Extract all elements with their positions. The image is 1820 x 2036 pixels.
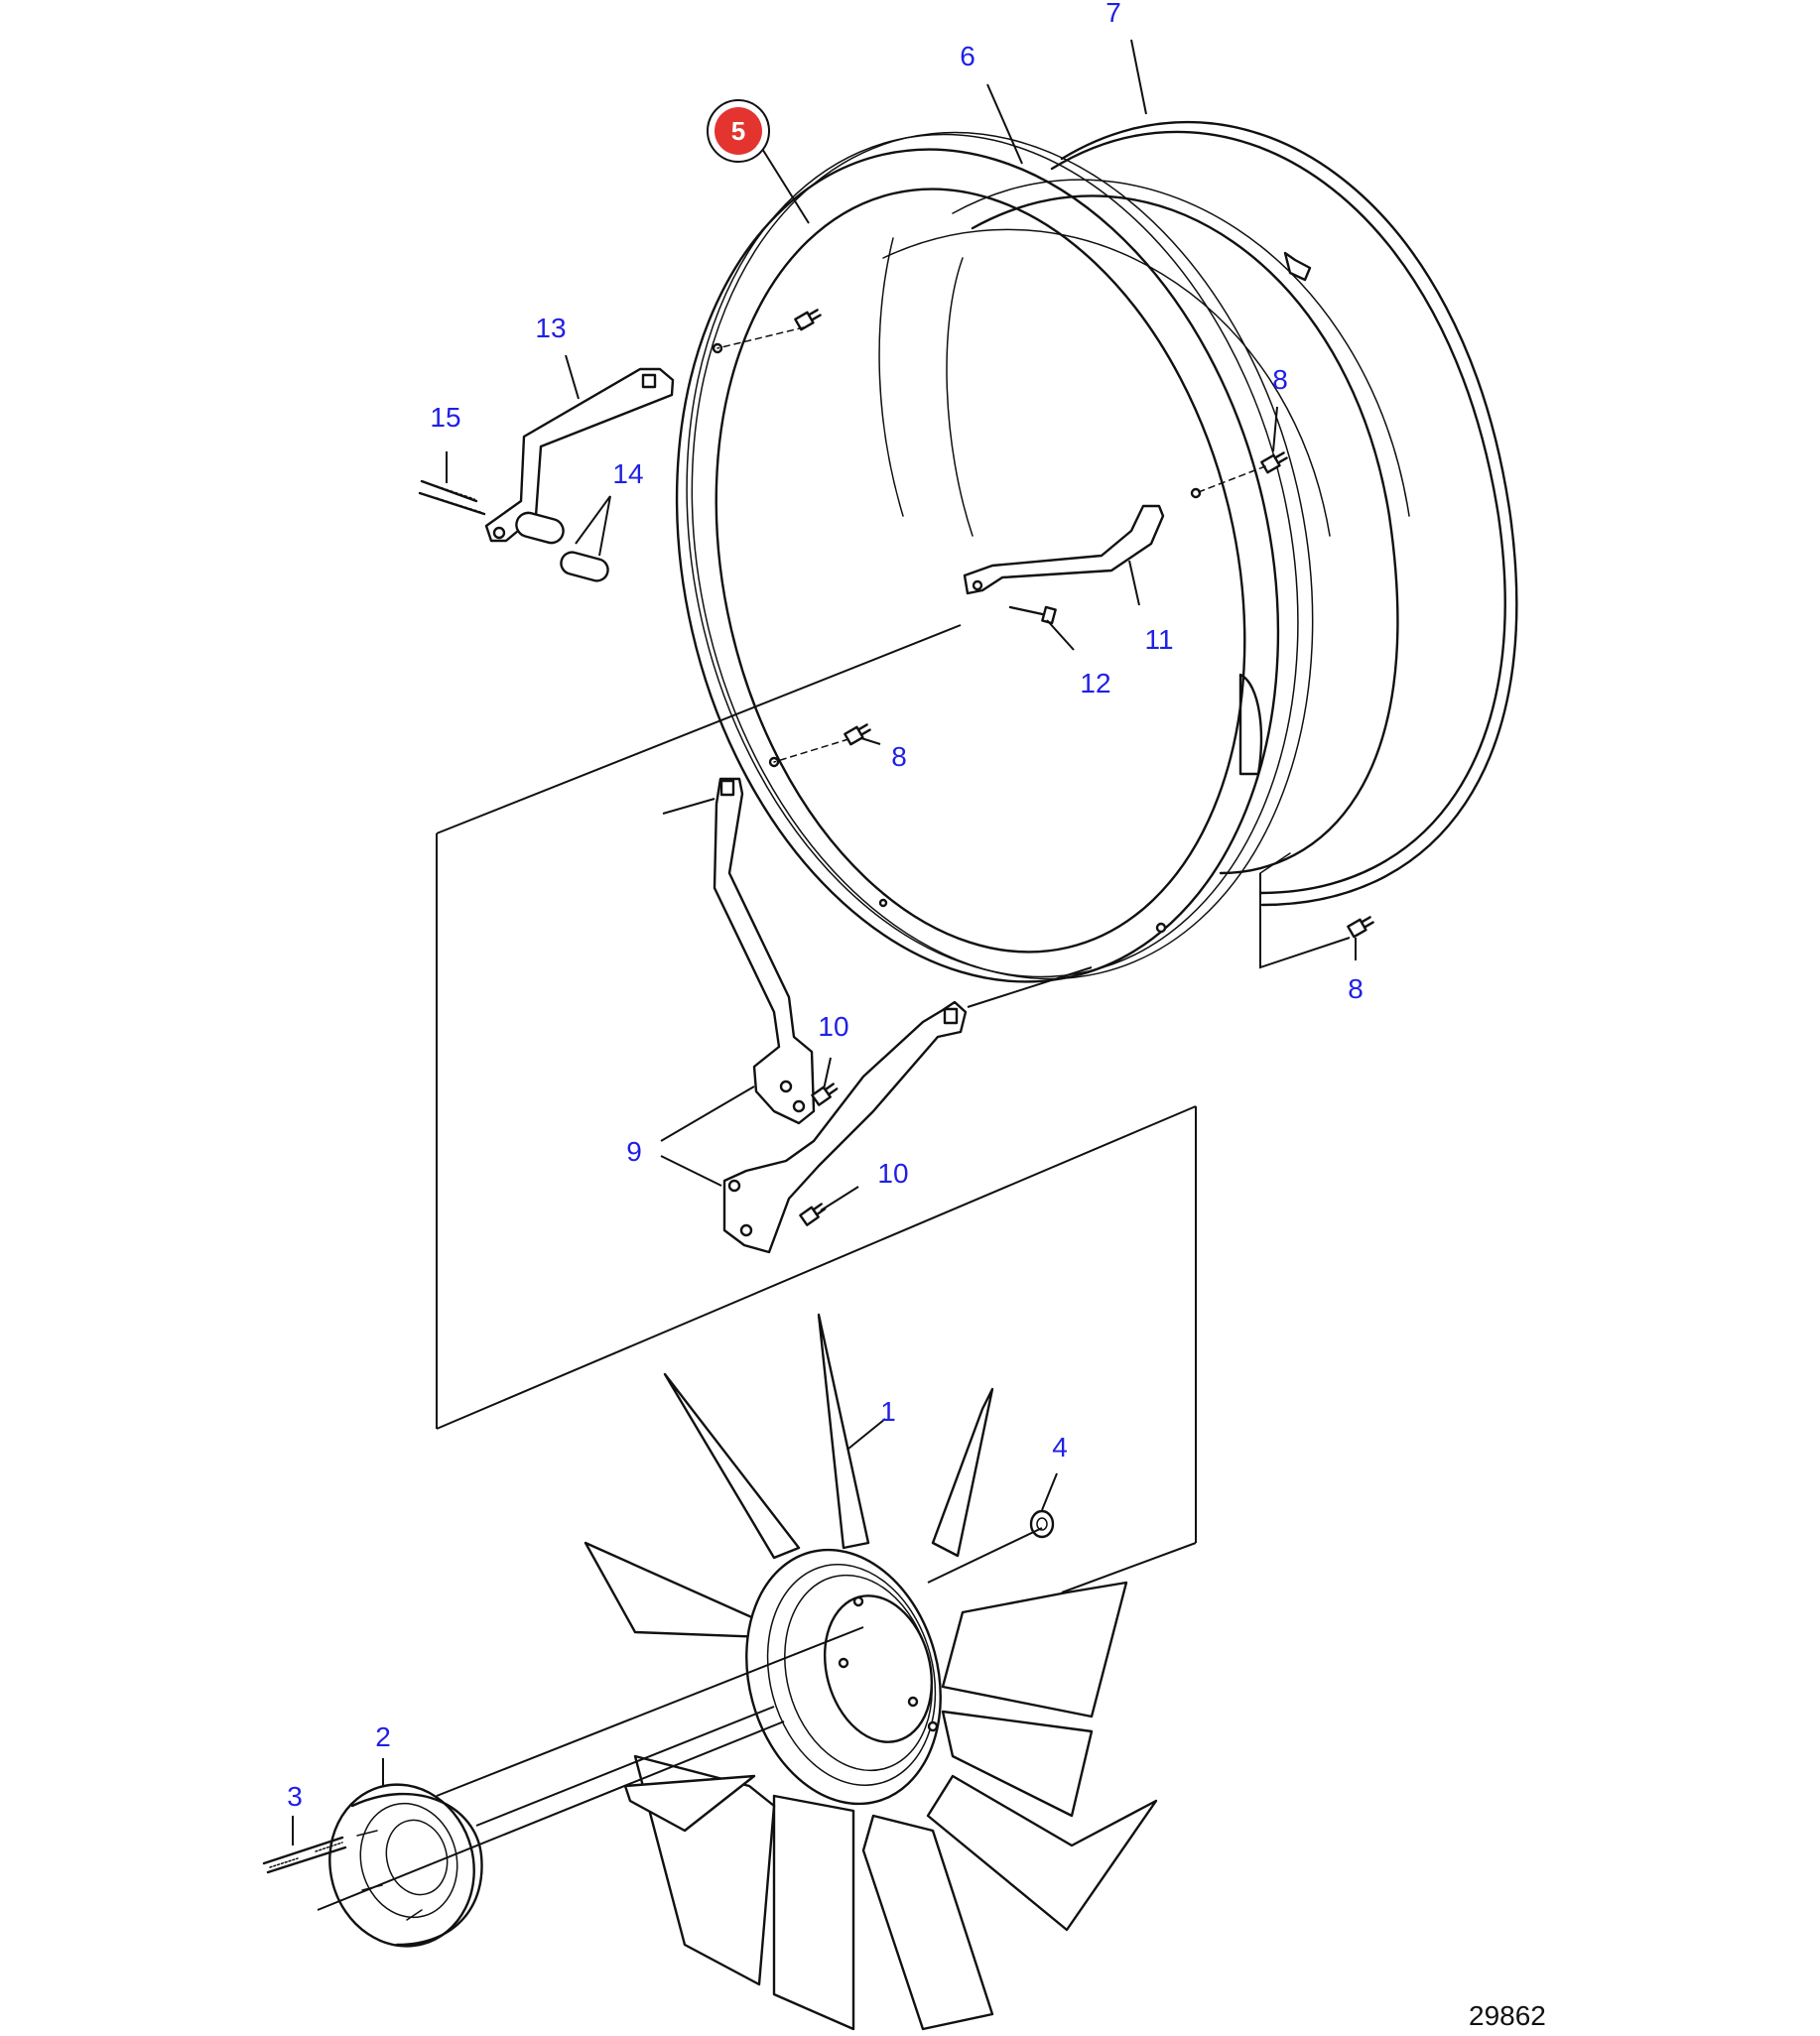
callout-10-upper[interactable]: 10 [818,1011,848,1042]
callout-12[interactable]: 12 [1080,668,1110,699]
callout-8-top[interactable]: 8 [1272,364,1288,395]
bolt-12-icon[interactable] [1008,605,1057,625]
spacer-icon[interactable] [312,1768,492,1963]
bracket-13-icon[interactable] [484,367,675,543]
figure-number: 29862 [1469,2000,1546,2031]
callout-8-bottom[interactable]: 8 [1348,973,1364,1004]
screw-icon[interactable] [794,308,1374,939]
bracket-9-icon[interactable] [713,777,816,1125]
callout-4[interactable]: 4 [1052,1432,1068,1463]
callout-15[interactable]: 15 [430,402,460,433]
callout-leaders [292,39,1357,1845]
callout-1[interactable]: 1 [880,1396,896,1427]
bracket-11-icon[interactable] [963,504,1165,595]
callout-10-lower[interactable]: 10 [877,1158,908,1189]
callout-3[interactable]: 3 [287,1781,303,1812]
nut-icon[interactable] [1029,1509,1055,1539]
callout-13[interactable]: 13 [535,313,566,343]
callout-5-highlight[interactable]: 5 [707,99,770,163]
callout-7[interactable]: 7 [1105,0,1121,28]
fan-shroud-icon[interactable] [878,120,1518,907]
fan-icon[interactable] [584,1313,1158,2031]
bracket-9b-icon[interactable] [722,1000,968,1254]
sleeve-icon[interactable] [514,510,610,583]
stud-icon[interactable] [262,1836,347,1874]
callout-9[interactable]: 9 [626,1136,642,1167]
bolt-15-icon[interactable] [418,479,486,516]
callout-5: 5 [731,116,745,146]
assembly-guide-lines [436,624,1351,1593]
callout-14[interactable]: 14 [612,458,643,489]
callout-2[interactable]: 2 [375,1721,391,1752]
callout-11[interactable]: 11 [1144,624,1173,655]
callout-8-middle[interactable]: 8 [891,741,907,772]
fan-ring-icon[interactable] [597,69,1393,1042]
callout-6[interactable]: 6 [960,41,975,71]
